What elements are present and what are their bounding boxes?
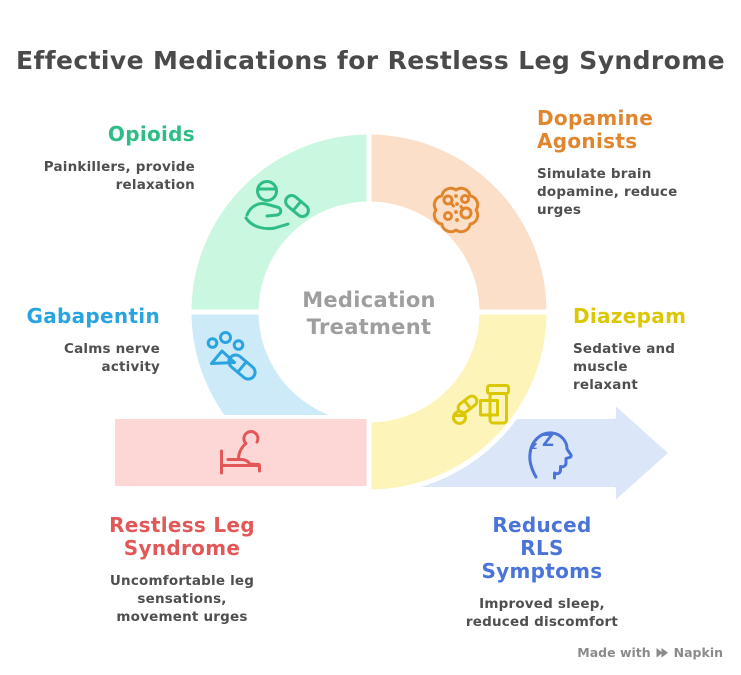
rls-band (111, 415, 371, 490)
gabapentin-desc: Calms nerve activity (63, 341, 160, 376)
z-letter-small: z (531, 440, 537, 452)
pill-bottle-icon (452, 384, 510, 425)
person-in-bed-icon (220, 430, 261, 475)
pills-icon (206, 331, 257, 381)
node-gabapentin: Gabapentin Calms nerve activity (10, 305, 160, 376)
rls-desc: Uncomfortable leg sensations, movement u… (109, 573, 255, 626)
node-rls: Restless Leg Syndrome Uncomfortable leg … (92, 514, 272, 626)
node-opioids: Opioids Painkillers, provide relaxation (5, 123, 195, 194)
z-letter-large: Z (542, 431, 554, 450)
segment-diazepam (366, 309, 552, 495)
node-reduced: Reduced RLS Symptoms Improved sleep, red… (452, 514, 632, 631)
diazepam-desc: Sedative and muscle relaxant (573, 341, 676, 394)
center-label: Medication Treatment (302, 288, 436, 340)
gabapentin-label: Gabapentin (26, 304, 160, 328)
hand-with-pills-icon (244, 180, 310, 231)
sleeping-head-icon: z Z (528, 431, 573, 480)
brain-molecule-icon (432, 186, 480, 234)
opioids-label: Opioids (107, 122, 195, 146)
node-diazepam: Diazepam Sedative and muscle relaxant (573, 305, 723, 394)
page-title: Effective Medications for Restless Leg S… (15, 46, 726, 75)
segment-dopamine (366, 129, 552, 315)
dopamine-label: Dopamine Agonists (537, 106, 654, 153)
rls-label: Restless Leg Syndrome (109, 513, 255, 560)
watermark: Made with Napkin (577, 645, 723, 660)
diazepam-label: Diazepam (573, 304, 687, 328)
watermark-brand: Napkin (673, 645, 723, 660)
reduced-desc: Improved sleep, reduced discomfort (465, 596, 619, 631)
napkin-logo-icon (656, 647, 668, 658)
opioids-desc: Painkillers, provide relaxation (43, 159, 195, 194)
dopamine-desc: Simulate brain dopamine, reduce urges (537, 166, 678, 219)
reduced-label: Reduced RLS Symptoms (481, 513, 603, 583)
segment-opioids (186, 129, 372, 315)
node-dopamine: Dopamine Agonists Simulate brain dopamin… (537, 107, 692, 219)
watermark-prefix: Made with (577, 645, 651, 660)
